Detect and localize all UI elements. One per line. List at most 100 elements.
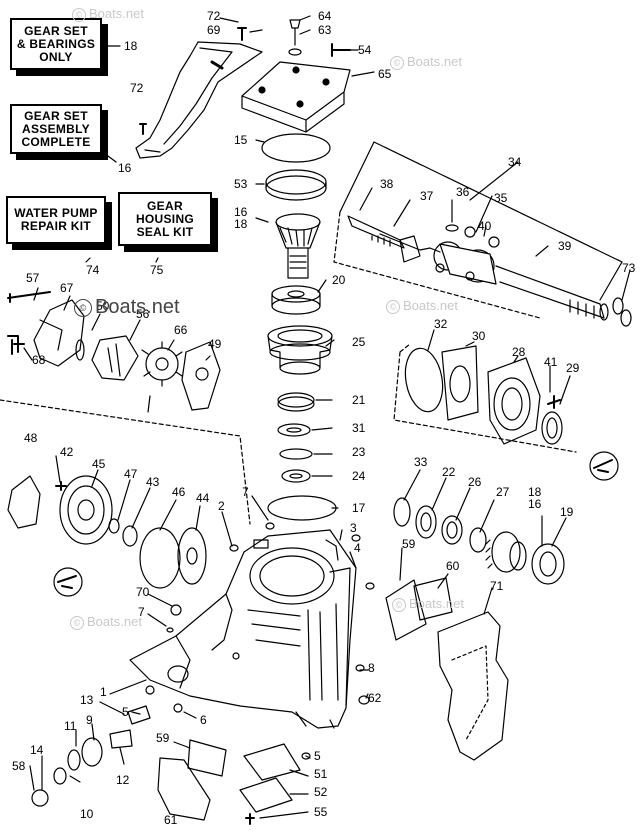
part-58-plug (31, 789, 49, 807)
callout: 27 (496, 485, 510, 499)
callout: 68 (32, 353, 46, 367)
part-32-o-ring (404, 347, 444, 413)
callout: 45 (92, 457, 106, 471)
part-31-washer (277, 423, 311, 437)
callout: 72 (130, 81, 144, 95)
part-50-impeller-housing (33, 299, 85, 367)
callout: 10 (80, 807, 94, 821)
callout: 16 (118, 161, 132, 175)
callout: 53 (234, 177, 248, 191)
callout: 59 (156, 731, 170, 745)
callout: 32 (434, 317, 448, 331)
callout: 52 (314, 785, 328, 799)
part-44-plate (177, 527, 207, 585)
callout: 43 (146, 475, 160, 489)
part-56-liner (91, 335, 139, 381)
part-34-propshaft-assembly (347, 215, 632, 327)
part-28-bearing-carrier (487, 357, 541, 445)
callout: 67 (60, 281, 74, 295)
callout: 56 (136, 307, 150, 321)
callout: 35 (494, 191, 508, 205)
callout: 17 (352, 501, 366, 515)
callout: 1 (100, 685, 107, 699)
callout: 3 (350, 521, 357, 535)
part-25-bearing-housing (267, 325, 333, 375)
part-17-o-ring (267, 495, 337, 521)
part-21-bearing (277, 392, 315, 408)
kit-box-label: GEAR SET ASSEMBLY COMPLETE (21, 108, 91, 149)
callout: 11 (64, 719, 77, 733)
callout: 6 (200, 713, 207, 727)
part-11 (67, 749, 81, 771)
callout: 71 (490, 579, 504, 593)
callout: 42 (60, 445, 74, 459)
part-51-gasket (243, 743, 301, 781)
part-15-o-ring (261, 133, 331, 163)
callout: 40 (478, 219, 492, 233)
part-12-plate (109, 729, 133, 749)
callout: 25 (352, 335, 366, 349)
callout: 26 (468, 475, 482, 489)
callout: 69 (207, 23, 221, 37)
callout: 49 (208, 337, 222, 351)
kit-box-gear-housing-seal: GEAR HOUSING SEAL KIT (118, 192, 212, 246)
callout: 7 (242, 485, 249, 499)
callout: 34 (508, 155, 522, 169)
callout: 73 (622, 261, 636, 275)
callout: 75 (150, 263, 164, 277)
part-10 (53, 767, 67, 785)
callout: 20 (332, 273, 346, 287)
part-61-plate (157, 757, 211, 821)
callout: 74 (86, 263, 100, 277)
callout: 38 (380, 177, 394, 191)
callout: 30 (472, 329, 486, 343)
callout: 70 (136, 585, 150, 599)
callout: 60 (446, 559, 460, 573)
callout: 39 (558, 239, 572, 253)
part-42-screw (55, 481, 67, 491)
callout: 16 (234, 205, 248, 219)
part-gear-housing (129, 529, 357, 729)
callout: 15 (234, 133, 248, 147)
callout: 2 (218, 499, 225, 513)
part-65-cover-plate (241, 61, 351, 133)
part-16-pinion-gear (275, 213, 321, 279)
callout: 28 (512, 345, 526, 359)
callout: 33 (414, 455, 428, 469)
callout: 24 (352, 469, 366, 483)
callout: 54 (358, 43, 372, 57)
part-23-washer (279, 448, 313, 460)
callout: 72 (207, 9, 221, 23)
callout: 51 (314, 767, 328, 781)
callout: 12 (116, 773, 130, 787)
callout: 18 (234, 217, 248, 231)
part-68-key (7, 335, 25, 355)
part-26-bearing (441, 515, 463, 545)
callout: 46 (172, 485, 186, 499)
part-16-forward-gear (485, 531, 527, 573)
part-69-bracket (135, 41, 263, 159)
callout: 8 (368, 661, 375, 675)
part-22-bearing (415, 505, 437, 539)
part-46-o-ring (139, 527, 181, 589)
callout: 31 (352, 421, 366, 435)
part-53-bearing-cup (265, 169, 327, 201)
part-9-o-ring (81, 737, 103, 767)
callout: 36 (456, 185, 470, 199)
part-19-bearing-cup (531, 543, 565, 585)
part-27-washer (469, 527, 487, 553)
callout: 5 (314, 749, 321, 763)
callout: 29 (566, 361, 580, 375)
kit-box-label: WATER PUMP REPAIR KIT (14, 206, 98, 233)
callout: 21 (352, 393, 366, 407)
part-29-seal (541, 411, 563, 445)
part-30-gasket (441, 345, 479, 421)
part-45-pump-base (59, 475, 113, 545)
callout-labels: 72 69 64 63 54 65 18 16 15 53 16 18 38 3… (12, 9, 636, 827)
callout: 14 (30, 743, 44, 757)
callout: 48 (24, 431, 38, 445)
part-33-washer (393, 497, 411, 527)
callout: 44 (196, 491, 210, 505)
part-20-bearing (271, 285, 321, 315)
